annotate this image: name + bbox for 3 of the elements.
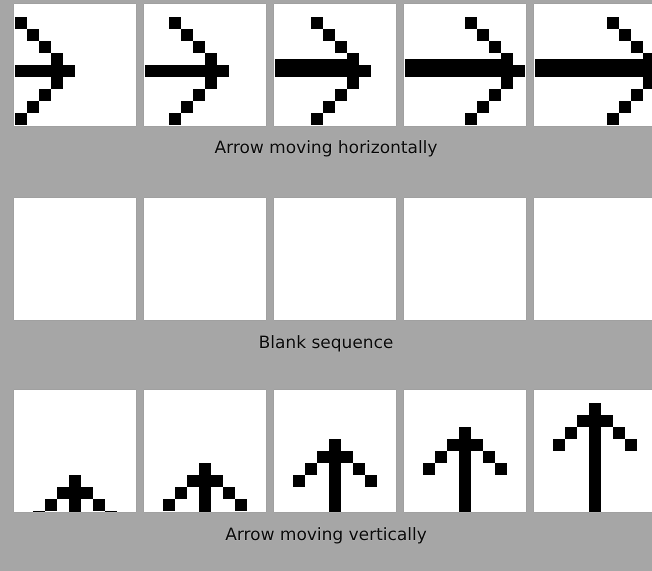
caption-label: Arrow moving horizontally — [214, 138, 438, 158]
caption-label: Blank sequence — [258, 333, 394, 353]
caption-label: Arrow moving vertically — [225, 525, 427, 545]
